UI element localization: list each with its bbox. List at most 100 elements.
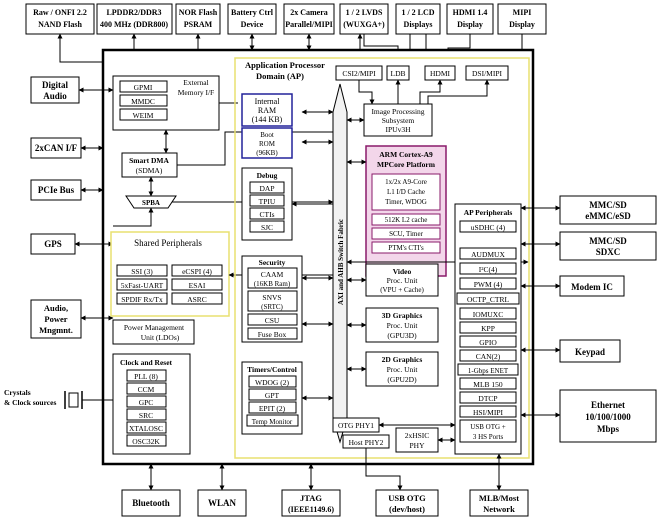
svg-text:ASRC: ASRC: [187, 295, 207, 304]
svg-text:Fuse Box: Fuse Box: [258, 330, 287, 339]
svg-text:DTCP: DTCP: [478, 394, 497, 403]
svg-text:Internal: Internal: [255, 97, 281, 106]
svg-text:NOR Flash: NOR Flash: [179, 8, 218, 17]
svg-text:SRC: SRC: [139, 411, 153, 420]
svg-text:uSDHC (4): uSDHC (4): [471, 223, 506, 232]
svg-text:Raw / ONFI 2.2: Raw / ONFI 2.2: [33, 8, 87, 17]
svg-text:MMDC: MMDC: [131, 97, 155, 106]
arm-cortex-block: ARM Cortex-A9 MPCore Platform 1x/2x A9-C…: [365, 145, 447, 277]
ap-domain-boundary: [234, 57, 530, 459]
boot-rom-block: Boot ROM (96KB): [241, 127, 293, 159]
svg-text:Domain (AP): Domain (AP): [256, 71, 304, 81]
svg-text:Power: Power: [44, 314, 67, 324]
svg-text:1x/2x A9-Core: 1x/2x A9-Core: [385, 178, 427, 186]
svg-text:Security: Security: [259, 258, 286, 267]
svg-text:512K L2 cache: 512K L2 cache: [385, 216, 428, 224]
svg-text:Temp Monitor: Temp Monitor: [252, 418, 293, 426]
svg-text:GPT: GPT: [265, 391, 280, 400]
svg-text:SPBA: SPBA: [142, 199, 160, 207]
svg-text:3 HS Ports: 3 HS Ports: [473, 433, 504, 441]
svg-text:PSRAM: PSRAM: [184, 20, 213, 29]
svg-text:Shared Peripherals: Shared Peripherals: [134, 238, 202, 248]
peripheral-wlan: WLAN: [197, 489, 247, 517]
svg-text:Proc. Unit: Proc. Unit: [387, 365, 419, 374]
svg-text:USB OTG +: USB OTG +: [470, 423, 506, 431]
svg-text:eMMC/eSD: eMMC/eSD: [585, 211, 631, 221]
switch-fabric: AXI and AHB Switch Fabric: [332, 83, 348, 444]
svg-text:(144 KB): (144 KB): [252, 115, 283, 124]
svg-text:OCTP_CTRL: OCTP_CTRL: [467, 295, 510, 304]
svg-text:CSU: CSU: [265, 316, 280, 325]
peripheral-hdmi-display: HDMI 1.4 Display: [446, 3, 494, 35]
svg-text:Parallel/MIPI: Parallel/MIPI: [285, 20, 333, 29]
svg-text:MPCore Platform: MPCore Platform: [377, 160, 436, 169]
svg-text:eCSPI (4): eCSPI (4): [182, 267, 212, 276]
svg-text:MMC/SD: MMC/SD: [589, 236, 627, 246]
svg-text:GPIO: GPIO: [479, 338, 497, 347]
svg-text:Host PHY2: Host PHY2: [349, 438, 384, 447]
svg-text:AXI and AHB Switch Fabric: AXI and AHB Switch Fabric: [337, 219, 345, 305]
svg-text:Battery Ctrl: Battery Ctrl: [231, 8, 274, 17]
peripheral-bluetooth: Bluetooth: [121, 489, 181, 517]
svg-text:SCU, Timer: SCU, Timer: [389, 230, 424, 238]
peripheral-pcie: PCIe Bus: [30, 179, 82, 201]
svg-text:TPIU: TPIU: [259, 197, 276, 206]
svg-text:HDMI: HDMI: [430, 69, 451, 78]
svg-text:& Clock sources: & Clock sources: [4, 398, 56, 407]
svg-text:Keypad: Keypad: [575, 347, 605, 357]
peripheral-lcd: 1 / 2 LCD Displays: [395, 3, 441, 35]
svg-text:LPDDR2/DDR3: LPDDR2/DDR3: [106, 8, 161, 17]
svg-text:Boot: Boot: [260, 131, 274, 139]
svg-text:(IEEE1149.6): (IEEE1149.6): [288, 505, 334, 514]
svg-text:L1 I/D Cache: L1 I/D Cache: [387, 188, 425, 196]
peripheral-audio-power: Audio, Power Mngmnt.: [30, 299, 82, 339]
svg-text:Video: Video: [393, 267, 412, 276]
svg-text:Audio,: Audio,: [44, 303, 68, 313]
svg-text:Display: Display: [509, 20, 535, 29]
peripheral-lvds: 1 / 2 LVDS (WUXGA+): [339, 3, 389, 35]
right-connections: [520, 205, 561, 418]
svg-text:Application Processor: Application Processor: [245, 60, 325, 70]
svg-text:2D Graphics: 2D Graphics: [382, 355, 423, 364]
svg-text:Device: Device: [241, 20, 264, 29]
ldb-block: LDB: [386, 65, 410, 81]
svg-text:Clock and Reset: Clock and Reset: [120, 358, 173, 367]
svg-text:SJC: SJC: [261, 223, 273, 232]
svg-text:Crystals: Crystals: [4, 388, 31, 397]
ipu-block: Image Processing Subsystem IPUv3H: [363, 103, 433, 137]
clock-reset-block: Clock and Reset PLL (8) CCM GPC SRC XTAL…: [112, 353, 191, 455]
peripheral-jtag: JTAG (IEEE1149.6): [281, 489, 341, 517]
svg-text:(SRTC): (SRTC): [261, 303, 283, 311]
svg-text:1 / 2 LCD: 1 / 2 LCD: [401, 8, 434, 17]
svg-text:(WUXGA+): (WUXGA+): [343, 20, 385, 29]
svg-text:PTM's CTI's: PTM's CTI's: [388, 244, 424, 252]
peripheral-usb-otg: USB OTG (dev/host): [375, 489, 439, 517]
vpu-block: Video Proc. Unit (VPU + Cache): [365, 263, 439, 297]
peripheral-nor-flash: NOR Flash PSRAM: [175, 3, 221, 35]
peripheral-battery-ctrl: Battery Ctrl Device: [227, 3, 277, 35]
emi-block: GPMI MMDC WEIM External Memory I/F: [112, 75, 220, 131]
svg-text:Modem IC: Modem IC: [571, 282, 613, 292]
svg-text:Network: Network: [483, 504, 515, 514]
ipu-connections: [346, 79, 490, 123]
svg-text:Power Management: Power Management: [124, 323, 185, 332]
svg-text:ROM: ROM: [259, 140, 276, 148]
svg-text:HSI/MIPI: HSI/MIPI: [473, 408, 504, 417]
svg-text:WLAN: WLAN: [208, 498, 237, 508]
svg-text:1 / 2 LVDS: 1 / 2 LVDS: [346, 8, 383, 17]
peripheral-camera: 2x Camera Parallel/MIPI: [283, 3, 335, 35]
svg-text:Debug: Debug: [257, 171, 278, 180]
svg-text:HDMI 1.4: HDMI 1.4: [453, 8, 488, 17]
peripheral-mipi-display: MIPI Display: [497, 3, 547, 35]
svg-text:AUDMUX: AUDMUX: [471, 250, 505, 259]
svg-text:MLB/Most: MLB/Most: [479, 493, 519, 503]
gpu3d-block: 3D Graphics Proc. Unit (GPU3D): [365, 307, 439, 343]
svg-text:CCM: CCM: [138, 385, 155, 394]
hsic-phy-block: 2xHSIC PHY: [395, 427, 439, 453]
svg-text:2x Camera: 2x Camera: [290, 8, 328, 17]
smart-dma-block: Smart DMA (SDMA): [121, 152, 178, 178]
svg-text:GPS: GPS: [44, 239, 62, 249]
svg-text:DSI/MIPI: DSI/MIPI: [472, 69, 503, 78]
spba-block: SPBA: [125, 195, 177, 209]
svg-text:MMC/SD: MMC/SD: [589, 200, 627, 210]
